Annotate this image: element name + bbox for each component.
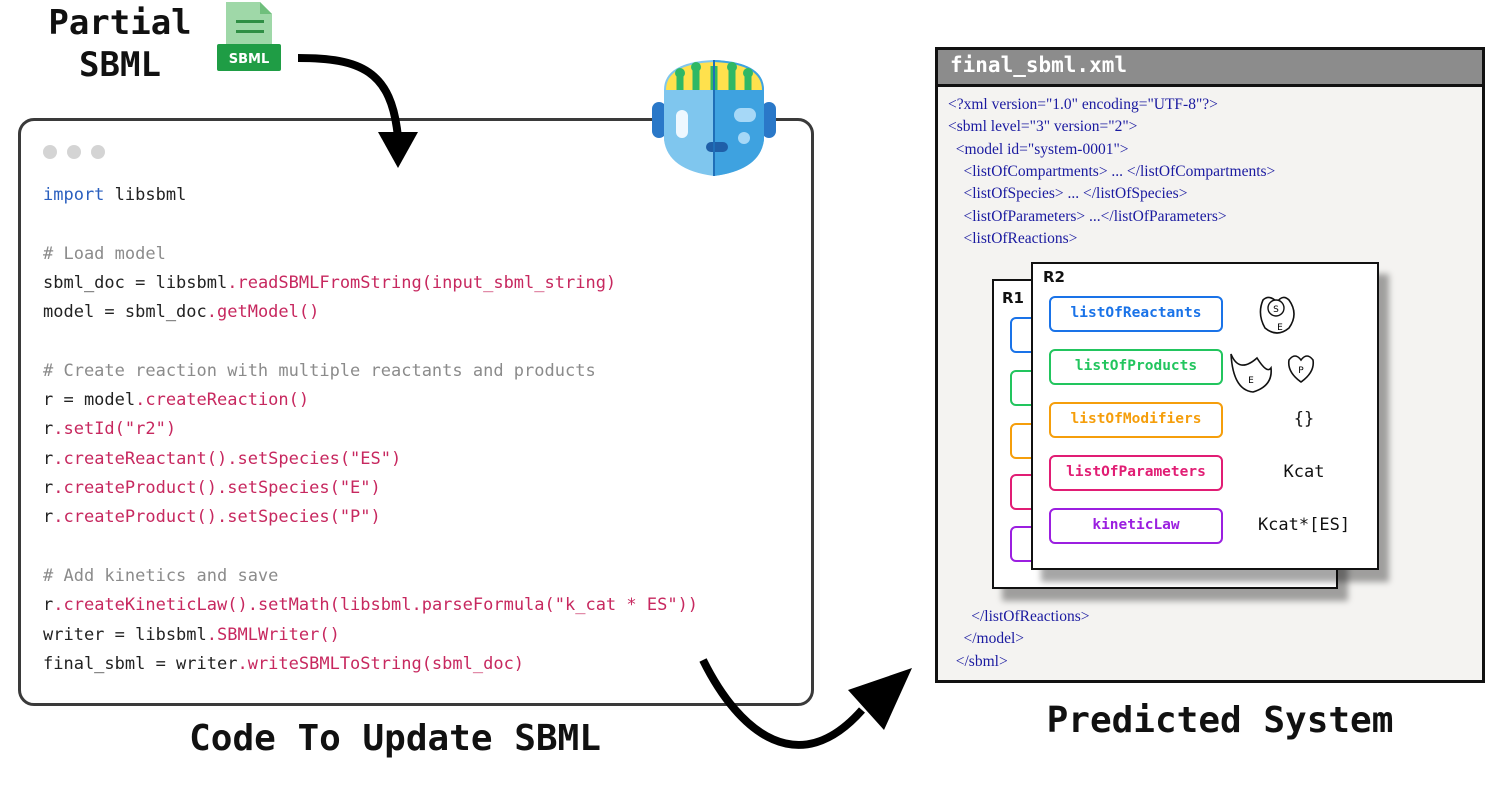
code-token: .readSBMLFromString(input_sbml_string) — [227, 272, 617, 293]
xml-line: <listOfSpecies> ... </listOfSpecies> — [948, 185, 1188, 203]
r2-row-value-4: Kcat*[ES] — [1257, 515, 1351, 535]
code-token: .createReactant().setSpecies("ES") — [53, 448, 402, 469]
code-line: r = model.createReaction() — [43, 388, 309, 412]
code-token: sbml_doc = libsbml — [43, 272, 228, 293]
species-glyphs: S E E P — [1230, 296, 1315, 393]
xml-line: <?xml version="1.0" encoding="UTF-8"?> — [948, 96, 1218, 113]
code-caption: Code To Update SBML — [189, 718, 601, 759]
xml-line: </listOfReactions> — [948, 608, 1090, 625]
reaction-r2-label: R2 — [1043, 268, 1065, 286]
code-token: r — [43, 478, 54, 498]
code-line: r.createProduct().setSpecies("P") — [43, 505, 381, 529]
code-line: # Load model — [43, 242, 166, 266]
xml-line: <listOfCompartments> ... </listOfCompart… — [948, 162, 1276, 180]
code-token: r = model — [43, 390, 136, 411]
code-token: .setId("r2") — [53, 419, 177, 440]
code-token: libsbml — [104, 185, 187, 205]
code-token: # Add kinetics and save — [43, 565, 279, 586]
code-line: final_sbml = writer.writeSBMLToString(sb… — [43, 652, 524, 676]
window-dot-2 — [67, 145, 81, 159]
code-token: # Load model — [43, 243, 166, 264]
code-line: import libsbml — [43, 183, 186, 207]
xml-line: </sbml> — [948, 652, 1008, 670]
code-token: final_sbml = writer — [43, 653, 238, 674]
code-line: model = sbml_doc.getModel() — [43, 300, 319, 324]
code-token: # Create reaction with multiple reactant… — [43, 360, 596, 381]
code-line: r.setId("r2") — [43, 417, 176, 441]
code-line: writer = libsbml.SBMLWriter() — [43, 623, 340, 647]
xml-window-titlebar: final_sbml.xml — [938, 50, 1482, 87]
code-token: .writeSBMLToString(sbml_doc) — [237, 653, 525, 674]
code-token: r — [43, 595, 54, 616]
code-token: writer = libsbml — [43, 624, 207, 645]
code-token: r — [43, 448, 54, 469]
r2-row-value-2: {} — [1293, 409, 1315, 429]
window-dot-1 — [43, 145, 57, 159]
arrow-code-to-system — [699, 658, 865, 749]
r2-row-value-3: Kcat — [1283, 462, 1325, 482]
code-token: .createKineticLaw().setMath(libsbml.pars… — [53, 595, 699, 616]
reaction-r1-label: R1 — [1002, 289, 1024, 307]
partial-sbml-title: Partial SBML — [48, 3, 192, 85]
arrow-code-head — [848, 668, 912, 730]
code-token: .createProduct().setSpecies("E") — [53, 478, 381, 498]
xml-line: </model> — [948, 630, 1025, 648]
code-window: import libsbml # Load model sbml_doc = lib… — [18, 118, 814, 706]
xml-window: final_sbml.xml <?xml version="1.0" encod… — [935, 47, 1485, 683]
arrow-input-head — [378, 132, 418, 168]
code-line: r.createProduct().setSpecies("E") — [43, 476, 381, 500]
xml-line: <listOfParameters> ...</listOfParameters… — [948, 207, 1227, 225]
xml-line: <model id="system-0001"> — [948, 140, 1129, 158]
r2-row-pill-1: listOfProducts — [1049, 349, 1223, 385]
window-dot-3 — [91, 145, 105, 159]
code-token: model = sbml_doc — [43, 302, 207, 323]
xml-window-title: final_sbml.xml — [950, 53, 1128, 77]
code-token: .createReaction() — [135, 390, 310, 411]
xml-line: <listOfReactions> — [948, 229, 1078, 247]
reaction-card-r2: R2 S E E P listOfReactants listOfProducts… — [1031, 262, 1379, 570]
r2-row-pill-3: listOfParameters — [1049, 455, 1223, 491]
arrow-input-to-code — [297, 54, 402, 139]
code-token: .createProduct().setSpecies("P") — [53, 507, 381, 528]
r2-row-pill-2: listOfModifiers — [1049, 402, 1223, 438]
sbml-file-label: SBML — [229, 52, 270, 67]
code-token: r — [43, 419, 54, 440]
code-line: r.createReactant().setSpecies("ES") — [43, 447, 401, 471]
code-line: # Add kinetics and save — [43, 564, 278, 588]
glyph-e: E — [1248, 376, 1254, 386]
code-token: .getModel() — [206, 302, 320, 323]
sbml-file-icon: SBML — [214, 0, 282, 74]
code-token: r — [43, 507, 54, 528]
code-line: sbml_doc = libsbml.readSBMLFromString(in… — [43, 271, 616, 295]
glyph-p: P — [1298, 366, 1304, 376]
xml-line: <sbml level="3" version="2"> — [948, 118, 1138, 136]
ai-head-icon — [650, 40, 778, 180]
predicted-system-caption: Predicted System — [1046, 700, 1394, 741]
r2-row-pill-0: listOfReactants — [1049, 296, 1223, 332]
glyph-es-s: S — [1273, 305, 1279, 315]
r2-row-pill-4: kineticLaw — [1049, 508, 1223, 544]
code-token: .SBMLWriter() — [206, 624, 340, 645]
code-line: r.createKineticLaw().setMath(libsbml.par… — [43, 593, 698, 617]
glyph-es-e: E — [1277, 323, 1283, 333]
code-line: # Create reaction with multiple reactant… — [43, 359, 596, 383]
code-token: import — [43, 185, 105, 205]
